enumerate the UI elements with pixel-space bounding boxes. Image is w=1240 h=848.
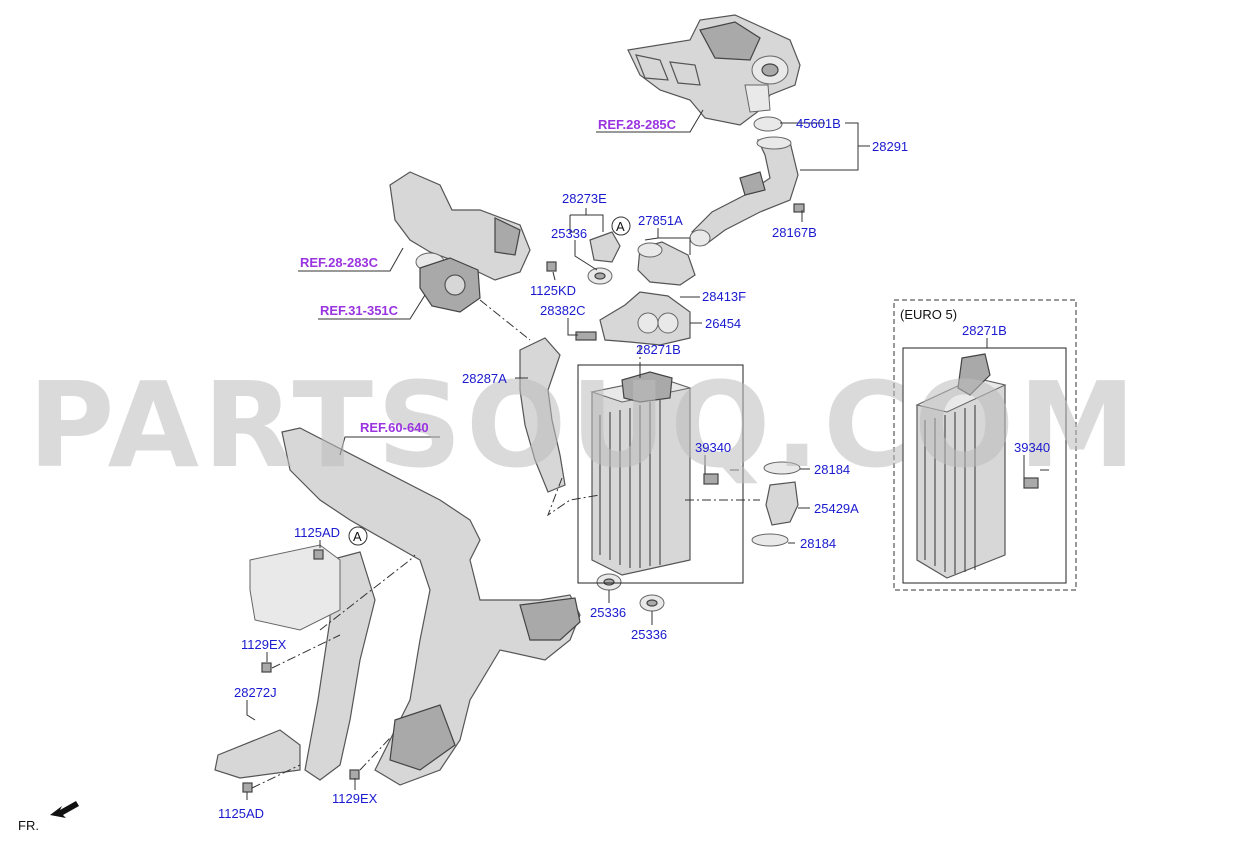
- sensor-28382c-illustration: [575, 331, 597, 341]
- bolt-1129ex-bottom-illustration: [349, 769, 360, 780]
- watermark: PARTSOUQ.COM: [28, 356, 1140, 494]
- part-label-28273e[interactable]: 28273E: [562, 191, 607, 206]
- part-label-39340-main[interactable]: 39340: [695, 440, 731, 455]
- hose-25429a-illustration: [765, 481, 799, 526]
- part-label-28184-top[interactable]: 28184: [814, 462, 850, 477]
- gasket-45601b-illustration: [753, 116, 783, 132]
- bolt-1125kd-illustration: [546, 261, 557, 272]
- ref-60-640[interactable]: REF.60-640: [360, 420, 429, 435]
- part-label-28271b-euro[interactable]: 28271B: [962, 323, 1007, 338]
- hose-27851a-illustration: [637, 241, 696, 286]
- part-label-28291[interactable]: 28291: [872, 139, 908, 154]
- part-label-1129ex-bottom[interactable]: 1129EX: [332, 791, 378, 806]
- part-label-25429a[interactable]: 25429A: [814, 501, 859, 516]
- euro5-intercooler-box: [902, 347, 1067, 584]
- part-label-27851a[interactable]: 27851A: [638, 213, 683, 228]
- bolt-1129ex-left-illustration: [261, 662, 272, 673]
- part-label-28271b-main[interactable]: 28271B: [636, 342, 681, 357]
- marker-a-top-label: A: [616, 219, 625, 234]
- part-label-39340-euro[interactable]: 39340: [1014, 440, 1050, 455]
- clamp-28184-top-illustration: [763, 461, 801, 475]
- euro5-variant-label: (EURO 5): [900, 307, 957, 322]
- intercooler-main-illustration: [590, 371, 692, 576]
- intercooler-assembly-box: [577, 364, 744, 584]
- turbocharger-illustration: [627, 14, 801, 126]
- ref-leader-lines: [298, 109, 704, 456]
- clamp-28184-bottom-illustration: [751, 533, 789, 547]
- part-label-28167b[interactable]: 28167B: [772, 225, 817, 240]
- bracket-28272j-illustration: [214, 544, 341, 779]
- part-label-1125ad-bottom[interactable]: 1125AD: [218, 806, 264, 821]
- leader-lines: [246, 122, 1025, 800]
- part-label-28382c[interactable]: 28382C: [540, 303, 586, 318]
- bracket-28273e-illustration: [589, 231, 621, 263]
- part-label-1129ex-left[interactable]: 1129EX: [241, 637, 287, 652]
- part-label-28272j[interactable]: 28272J: [234, 685, 277, 700]
- part-label-25336-right[interactable]: 25336: [631, 627, 667, 642]
- part-label-28184-bottom[interactable]: 28184: [800, 536, 836, 551]
- throttle-body-26454-illustration: [599, 291, 691, 346]
- dash-lines: [251, 299, 1050, 789]
- intercooler-euro5-illustration: [915, 353, 1007, 579]
- part-label-28413f[interactable]: 28413F: [702, 289, 746, 304]
- bolt-1125ad-top-illustration: [313, 549, 324, 560]
- part-label-45601b[interactable]: 45601B: [796, 116, 841, 131]
- sensor-39340-main-illustration: [703, 473, 719, 485]
- part-label-25336-left[interactable]: 25336: [590, 605, 626, 620]
- sensor-39340-euro-illustration: [1023, 477, 1039, 489]
- part-label-28287a[interactable]: 28287A: [462, 371, 507, 386]
- front-arrow-icon: [50, 801, 79, 818]
- front-direction-label: FR.: [18, 818, 39, 833]
- marker-a-lower: [348, 526, 368, 546]
- ref-31-351c[interactable]: REF.31-351C: [320, 303, 399, 318]
- ref-28-285c[interactable]: REF.28-285C: [598, 117, 677, 132]
- hose-28287a-illustration: [519, 337, 566, 493]
- throttle-actuator-illustration: [419, 257, 481, 313]
- front-end-module-illustration: [281, 427, 581, 786]
- bolt-28167b-illustration: [793, 203, 805, 213]
- part-label-1125ad-top[interactable]: 1125AD: [294, 525, 340, 540]
- intake-hose-28291-illustration: [689, 136, 799, 247]
- bolt-1125ad-bottom-illustration: [242, 782, 253, 793]
- part-label-26454[interactable]: 26454: [705, 316, 741, 331]
- part-label-25336-top[interactable]: 25336: [551, 226, 587, 241]
- marker-a-top: [611, 216, 631, 236]
- euro5-variant-box: [893, 299, 1077, 591]
- marker-a-lower-label: A: [353, 529, 362, 544]
- part-label-1125kd[interactable]: 1125KD: [530, 283, 576, 298]
- ref-28-283c[interactable]: REF.28-283C: [300, 255, 379, 270]
